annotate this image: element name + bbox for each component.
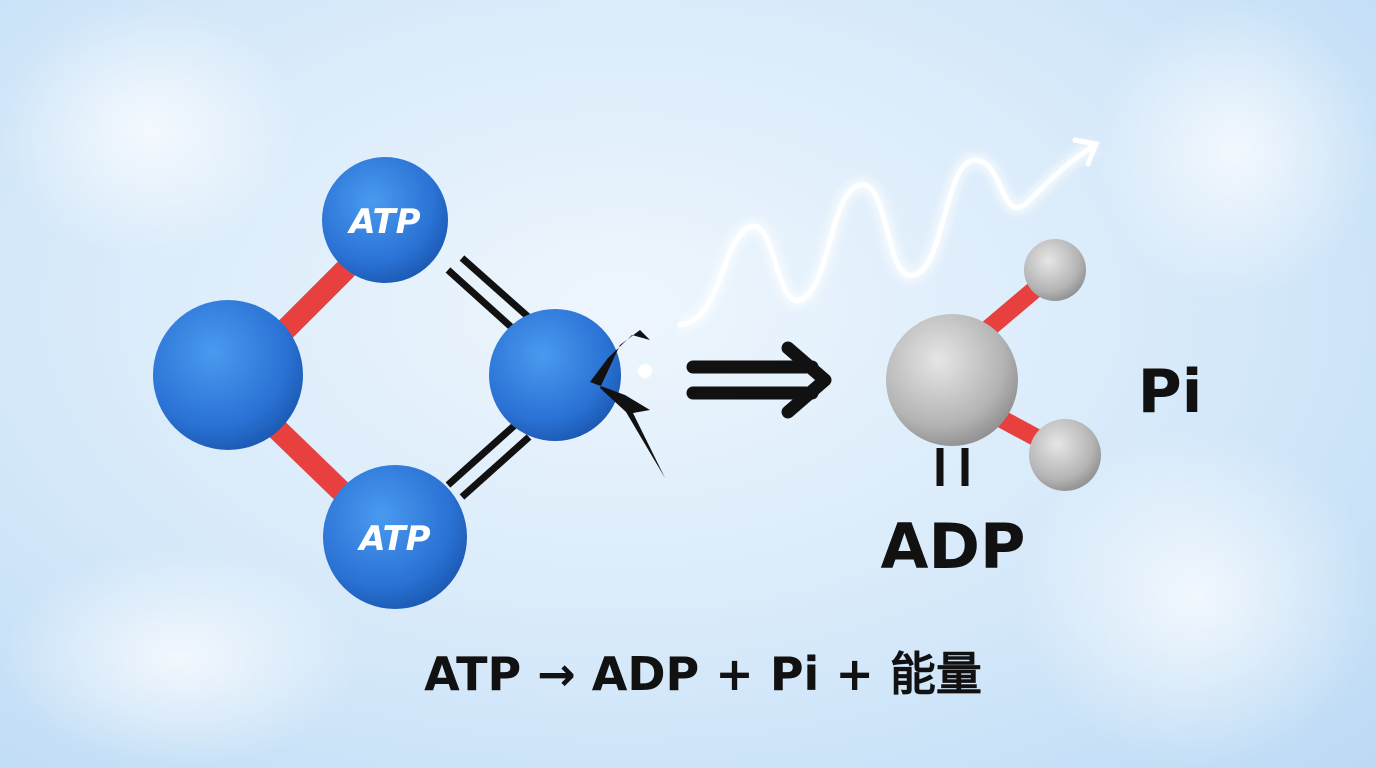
adp-label: ADP: [881, 510, 1026, 583]
double-bond: [445, 255, 537, 500]
atp-ball-top: [322, 157, 448, 283]
atp-ball-bottom: [323, 465, 467, 609]
spark-dot: [638, 364, 652, 378]
phosphate-ball-right: [489, 309, 621, 441]
pi-label: Pi: [1138, 357, 1203, 427]
bond-lines: [936, 448, 969, 486]
atp-label-top: ATP: [346, 202, 420, 242]
red-bond: [274, 259, 356, 341]
small-grey-ball: [1024, 239, 1086, 301]
reaction-arrow-icon: [686, 341, 832, 419]
wave-arrowhead-icon: [1072, 137, 1100, 167]
phosphate-ball-left: [153, 300, 303, 450]
crack-icon: [590, 270, 665, 478]
reaction-equation: ATP → ADP + Pi + 能量: [424, 647, 982, 701]
red-bond: [267, 419, 351, 501]
small-grey-ball: [1029, 419, 1101, 491]
phosphate-grey-ball: [886, 314, 1018, 446]
atp-label-bottom: ATP: [356, 519, 430, 559]
energy-wave-line: [677, 142, 1098, 328]
